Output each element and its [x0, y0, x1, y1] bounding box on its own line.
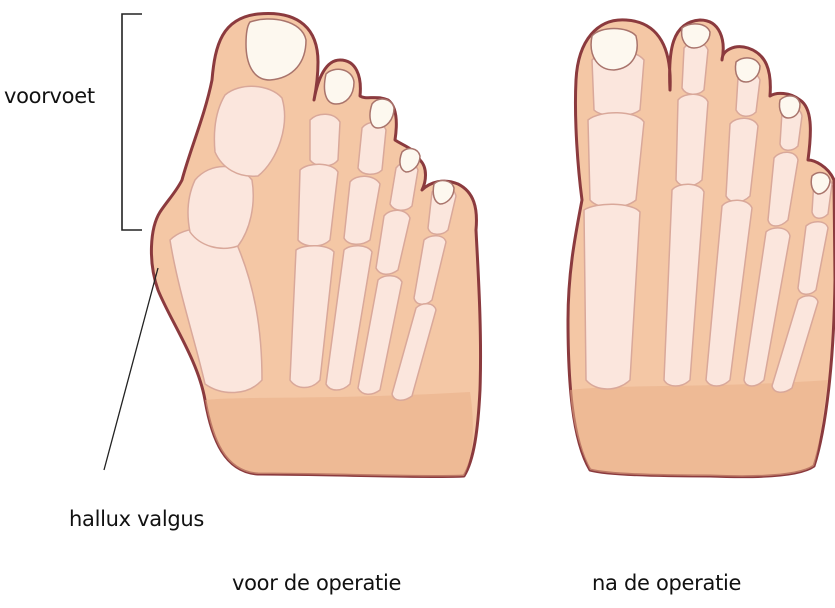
foot-before-sole-shadow: [205, 392, 473, 477]
forefoot-label: voorvoet: [4, 84, 95, 108]
foot-before-operation: [151, 13, 480, 476]
hallux-pointer-line: [104, 268, 158, 470]
hallux-valgus-label: hallux valgus: [69, 507, 204, 531]
before-operation-caption: voor de operatie: [232, 571, 401, 595]
foot-after-sole-shadow: [570, 380, 828, 477]
forefoot-bracket: [122, 14, 142, 230]
after-operation-caption: na de operatie: [592, 571, 741, 595]
foot-after-operation: [568, 20, 835, 477]
